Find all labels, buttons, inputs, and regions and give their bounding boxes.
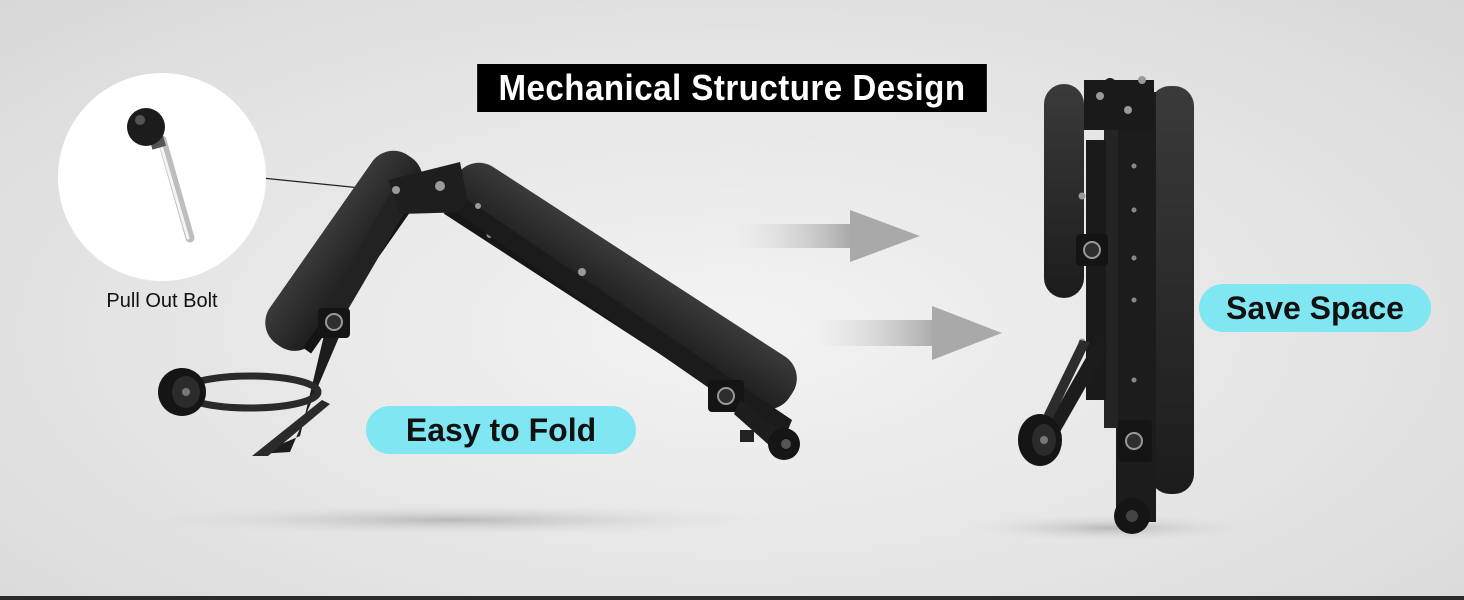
arrow-icon xyxy=(815,306,1002,360)
easy-to-fold-label: Easy to Fold xyxy=(366,406,636,454)
floor-shadow-left xyxy=(120,504,780,536)
page-title: Mechanical Structure Design xyxy=(477,64,987,112)
save-space-label: Save Space xyxy=(1199,284,1431,332)
bolt-icon xyxy=(127,108,195,243)
bolt-caption: Pull Out Bolt xyxy=(106,290,218,312)
bench-unfolded xyxy=(158,150,800,460)
bottom-divider xyxy=(0,596,1464,600)
bolt-callout-circle xyxy=(58,73,266,281)
arrow-icon xyxy=(735,210,920,262)
floor-shadow-right xyxy=(960,514,1260,542)
bench-folded xyxy=(1018,76,1194,534)
